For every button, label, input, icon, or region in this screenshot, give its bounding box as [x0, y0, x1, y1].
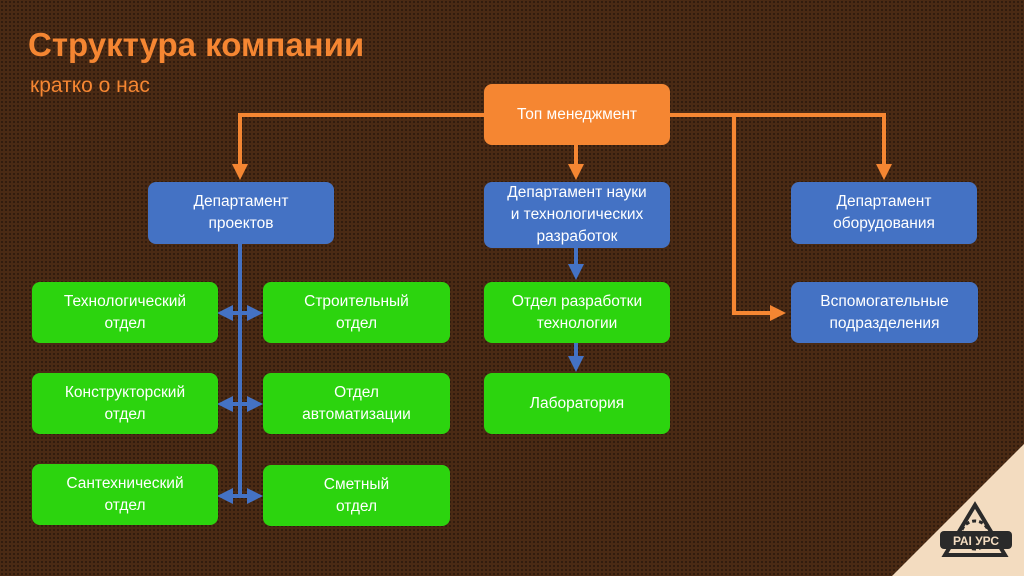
node-tech-dept: Технологический отдел [32, 282, 218, 343]
node-design-dept: Конструкторский отдел [32, 373, 218, 434]
node-plumbing-dept: Сантехнический отдел [32, 464, 218, 525]
node-automation-dept: Отдел автоматизации [263, 373, 450, 434]
node-construct-dept: Строительный отдел [263, 282, 450, 343]
connector-top-to-equipment [670, 113, 892, 180]
node-dept-equipment: Департамент оборудования [791, 182, 977, 244]
node-dept-science: Департамент науки и технологических разр… [484, 182, 670, 248]
node-estimate-dept: Сметный отдел [263, 465, 450, 526]
connector-top-to-projects [232, 113, 484, 180]
node-top-management: Топ менеджмент [484, 84, 670, 145]
logo-emblem-icon [940, 501, 1012, 557]
blue-connectors [217, 244, 584, 504]
node-dept-projects: Департамент проектов [148, 182, 334, 244]
page-title: Структура компании [28, 26, 365, 63]
node-auxiliary: Вспомогательные подразделения [791, 282, 978, 343]
page-subtitle: кратко о нас [30, 74, 150, 97]
orange-connectors [232, 113, 892, 321]
connector-top-to-auxiliary [732, 115, 786, 321]
logo-text: РАІ УРС [953, 534, 999, 548]
node-laboratory: Лаборатория [484, 373, 670, 434]
node-tech-dev-dept: Отдел разработки технологии [484, 282, 670, 343]
